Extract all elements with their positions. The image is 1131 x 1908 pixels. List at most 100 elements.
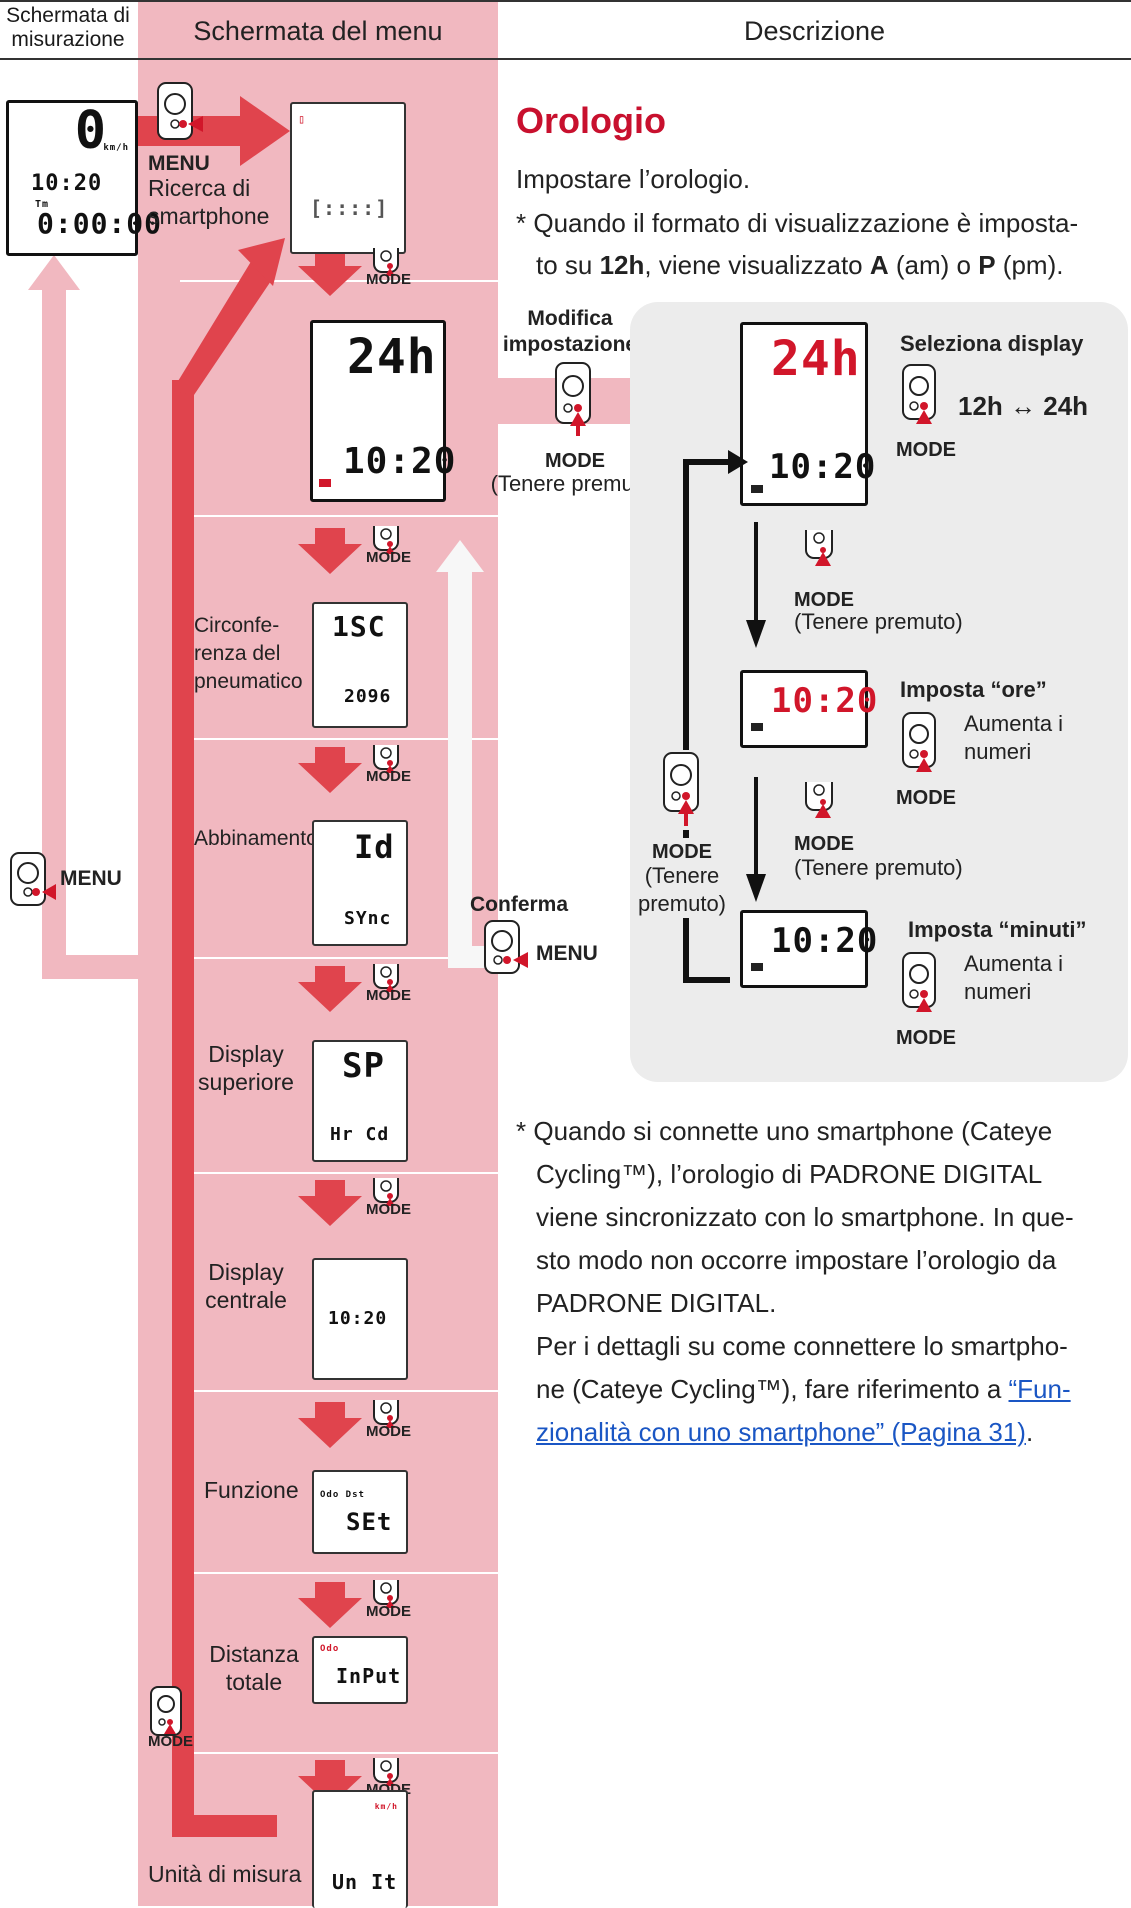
- note2-line3: viene sincronizzato con lo smartphone. I…: [536, 1202, 1074, 1232]
- mode-label: MODE: [366, 1603, 411, 1620]
- header-rule: [0, 58, 1131, 60]
- clock-screen: 24h 10:20: [310, 320, 455, 502]
- device-icon: [805, 530, 833, 566]
- device-icon: [373, 248, 399, 278]
- menu-top-caption1: Ricerca di: [148, 175, 251, 201]
- clock-bottom: 10:20: [343, 441, 457, 482]
- header-band: [138, 2, 498, 59]
- panel-screen-hours-text: 10:20: [771, 681, 879, 721]
- header-col1-line2: misurazione: [11, 28, 125, 51]
- panel-hold-button-1[interactable]: [800, 528, 840, 568]
- section-title: Orologio: [516, 100, 666, 141]
- mode-label: MODE: [366, 549, 411, 566]
- menu-screen-function: Odo Dst SEt: [312, 1470, 408, 1554]
- mode-button[interactable]: MODE: [366, 524, 416, 574]
- device-icon: [902, 712, 936, 772]
- divider: [180, 515, 500, 517]
- measure-screen: 0 km/h 10:20 Tm 0:00:00: [6, 100, 161, 256]
- device-icon: [663, 752, 699, 826]
- mode-button-bottom[interactable]: MODE: [148, 1684, 208, 1754]
- header-top-rule: [0, 0, 1131, 2]
- clock-icon: [751, 723, 763, 731]
- smartphone-link-cont[interactable]: zionalità con uno smartphone” (Pagina 31…: [536, 1417, 1026, 1447]
- panel-back-mode-label: MODE: [634, 838, 730, 866]
- note2-line1: * Quando si connette uno smartphone (Cat…: [516, 1116, 1053, 1146]
- divider: [180, 1572, 500, 1574]
- divider: [180, 1390, 500, 1392]
- header-col1: Schermata di misurazione: [0, 4, 136, 52]
- menu-top-label: MENU: [148, 152, 210, 175]
- mode-button[interactable]: MODE: [366, 1176, 416, 1226]
- mode-button[interactable]: MODE: [366, 1578, 416, 1628]
- clock-icon: [751, 963, 763, 971]
- menu-button-top[interactable]: [148, 80, 208, 146]
- smartphone-link[interactable]: “Fun-: [1008, 1374, 1071, 1404]
- device-icon: [373, 964, 399, 994]
- device-icon: [484, 920, 528, 974]
- mode-label: MODE: [366, 1201, 411, 1218]
- menu-item-label: Funzione: [204, 1477, 299, 1503]
- menu-button-left[interactable]: MENU: [8, 850, 138, 906]
- device-icon: [902, 364, 936, 424]
- clock-top: 24h: [347, 329, 437, 385]
- menu-item-label: Unità di misura: [148, 1861, 302, 1887]
- confirm-arrow: [436, 540, 488, 968]
- note2-line5: PADRONE DIGITAL.: [536, 1288, 777, 1318]
- modify-mode-button[interactable]: [550, 360, 600, 440]
- measure-unit: km/h: [103, 143, 129, 153]
- device-icon: [373, 1178, 399, 1208]
- search-phone-icon: ▯: [298, 112, 307, 126]
- mode-button[interactable]: MODE: [366, 1398, 416, 1448]
- note1-line2: to su 12h, viene visualizzato A (am) o P…: [536, 250, 1064, 280]
- divider: [180, 957, 500, 959]
- search-screen: ▯ [::::]: [290, 102, 406, 254]
- panel-screen-24h-top: 24h: [771, 331, 861, 387]
- panel-minutes-mode-button[interactable]: [900, 950, 950, 1020]
- mode-label: MODE: [366, 271, 411, 288]
- panel-hold-text-1: (Tenere premuto): [794, 609, 963, 634]
- device-icon: [10, 852, 56, 906]
- confirm-label: Conferma: [470, 893, 569, 916]
- menu-screen-upper: SP Hr Cd: [312, 1040, 408, 1162]
- menu-loop-arrow: [172, 238, 285, 1837]
- mode-button[interactable]: MODE: [366, 743, 416, 793]
- menu-top-caption2: smartphone: [148, 203, 270, 229]
- menu-item-label: Abbinamento: [194, 827, 318, 850]
- mode-label: MODE: [366, 1423, 411, 1440]
- intro-text: Impostare l’orologio.: [516, 164, 751, 194]
- mode-button[interactable]: MODE: [366, 962, 416, 1012]
- panel-hours-mode-button[interactable]: [900, 710, 950, 780]
- panel-arrows: [683, 450, 766, 983]
- menu-button-left-label: MENU: [60, 867, 122, 890]
- panel-back-mode-button[interactable]: [660, 750, 710, 830]
- panel-select-mode-label: MODE: [896, 439, 956, 461]
- panel-minutes-mode-label: MODE: [896, 1027, 956, 1049]
- panel-hold-button-2[interactable]: [800, 780, 840, 820]
- divider: [180, 1172, 500, 1174]
- panel-screen-minutes-text: 10:20: [771, 921, 879, 961]
- device-icon: [373, 1758, 399, 1788]
- device-icon: [373, 1400, 399, 1430]
- device-icon: [902, 952, 936, 1012]
- mode-button[interactable]: MODE: [366, 246, 416, 296]
- confirm-menu-button[interactable]: MENU: [482, 918, 602, 978]
- device-icon: [150, 1686, 182, 1736]
- panel-screen-24h: 24h 10:20: [740, 322, 875, 506]
- measure-clock: 10:20: [31, 171, 103, 196]
- mode-label: MODE: [366, 987, 411, 1004]
- panel-select-mode-button[interactable]: [900, 362, 950, 432]
- device-icon: [555, 362, 591, 436]
- panel-hours-mode-label: MODE: [896, 787, 956, 809]
- menu-screen-tire: 1SC 2096: [312, 602, 408, 728]
- modify-mode-label: MODE: [545, 450, 605, 472]
- step-arrows: [298, 250, 362, 1806]
- menu-screen-odo: Odo InPut: [312, 1636, 408, 1704]
- search-dashes: [::::]: [310, 196, 389, 220]
